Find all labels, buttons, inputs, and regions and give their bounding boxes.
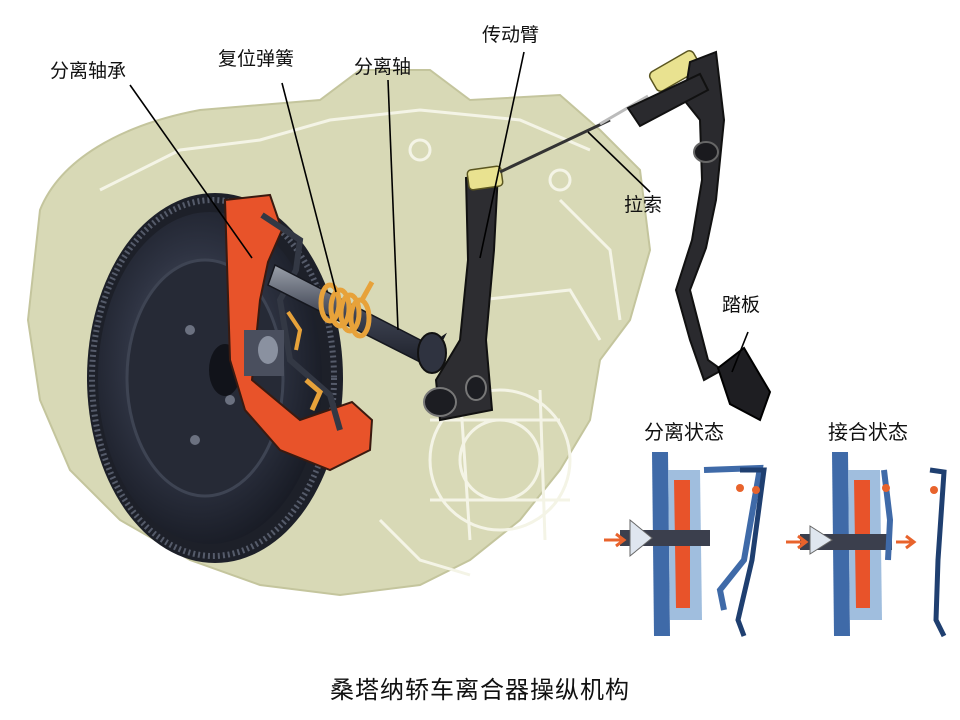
label-release-bearing: 分离轴承 [50,60,127,82]
figure-caption: 桑塔纳轿车离合器操纵机构 [330,676,630,704]
label-transmission-arm: 传动臂 [482,24,540,46]
label-engaged-state: 接合状态 [828,420,908,444]
label-release-shaft: 分离轴 [354,56,412,78]
return-spring [318,280,375,339]
disengaged-state-diagram [604,452,767,637]
engaged-state-diagram [786,452,947,638]
leader-lines [129,51,749,373]
flywheel [87,193,343,563]
label-return-spring: 复位弹簧 [218,48,295,70]
label-pedal: 踏板 [722,294,761,316]
label-cable: 拉索 [624,194,663,216]
transmission-arm [423,165,504,422]
label-disengaged-state: 分离状态 [644,420,724,444]
clutch-assembly [223,193,374,472]
pedal [626,50,772,422]
